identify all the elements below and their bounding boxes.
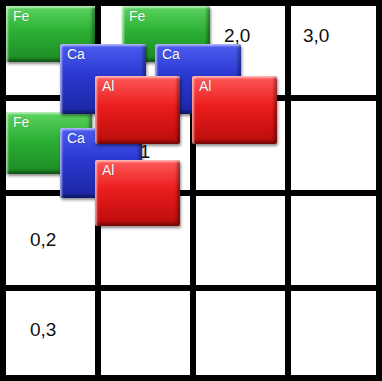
cell-coordinate: 3,0 [303,26,329,45]
element-symbol: Ca [67,131,85,146]
element-symbol: Fe [13,115,29,130]
element-symbol: Al [102,79,114,94]
element-tile: Al [95,160,180,226]
element-symbol: Al [102,163,114,178]
cell-coordinate: 2,0 [224,26,250,45]
element-symbol: Fe [129,9,145,24]
cell-coordinate: 0,2 [30,230,56,249]
element-symbol: Al [199,79,211,94]
element-tile: Al [192,76,277,144]
element-tile: Al [95,76,180,144]
element-symbol: Ca [67,47,85,62]
cell-coordinate: 0,3 [30,320,56,339]
element-symbol: Fe [13,9,29,24]
element-symbol: Ca [162,47,180,62]
